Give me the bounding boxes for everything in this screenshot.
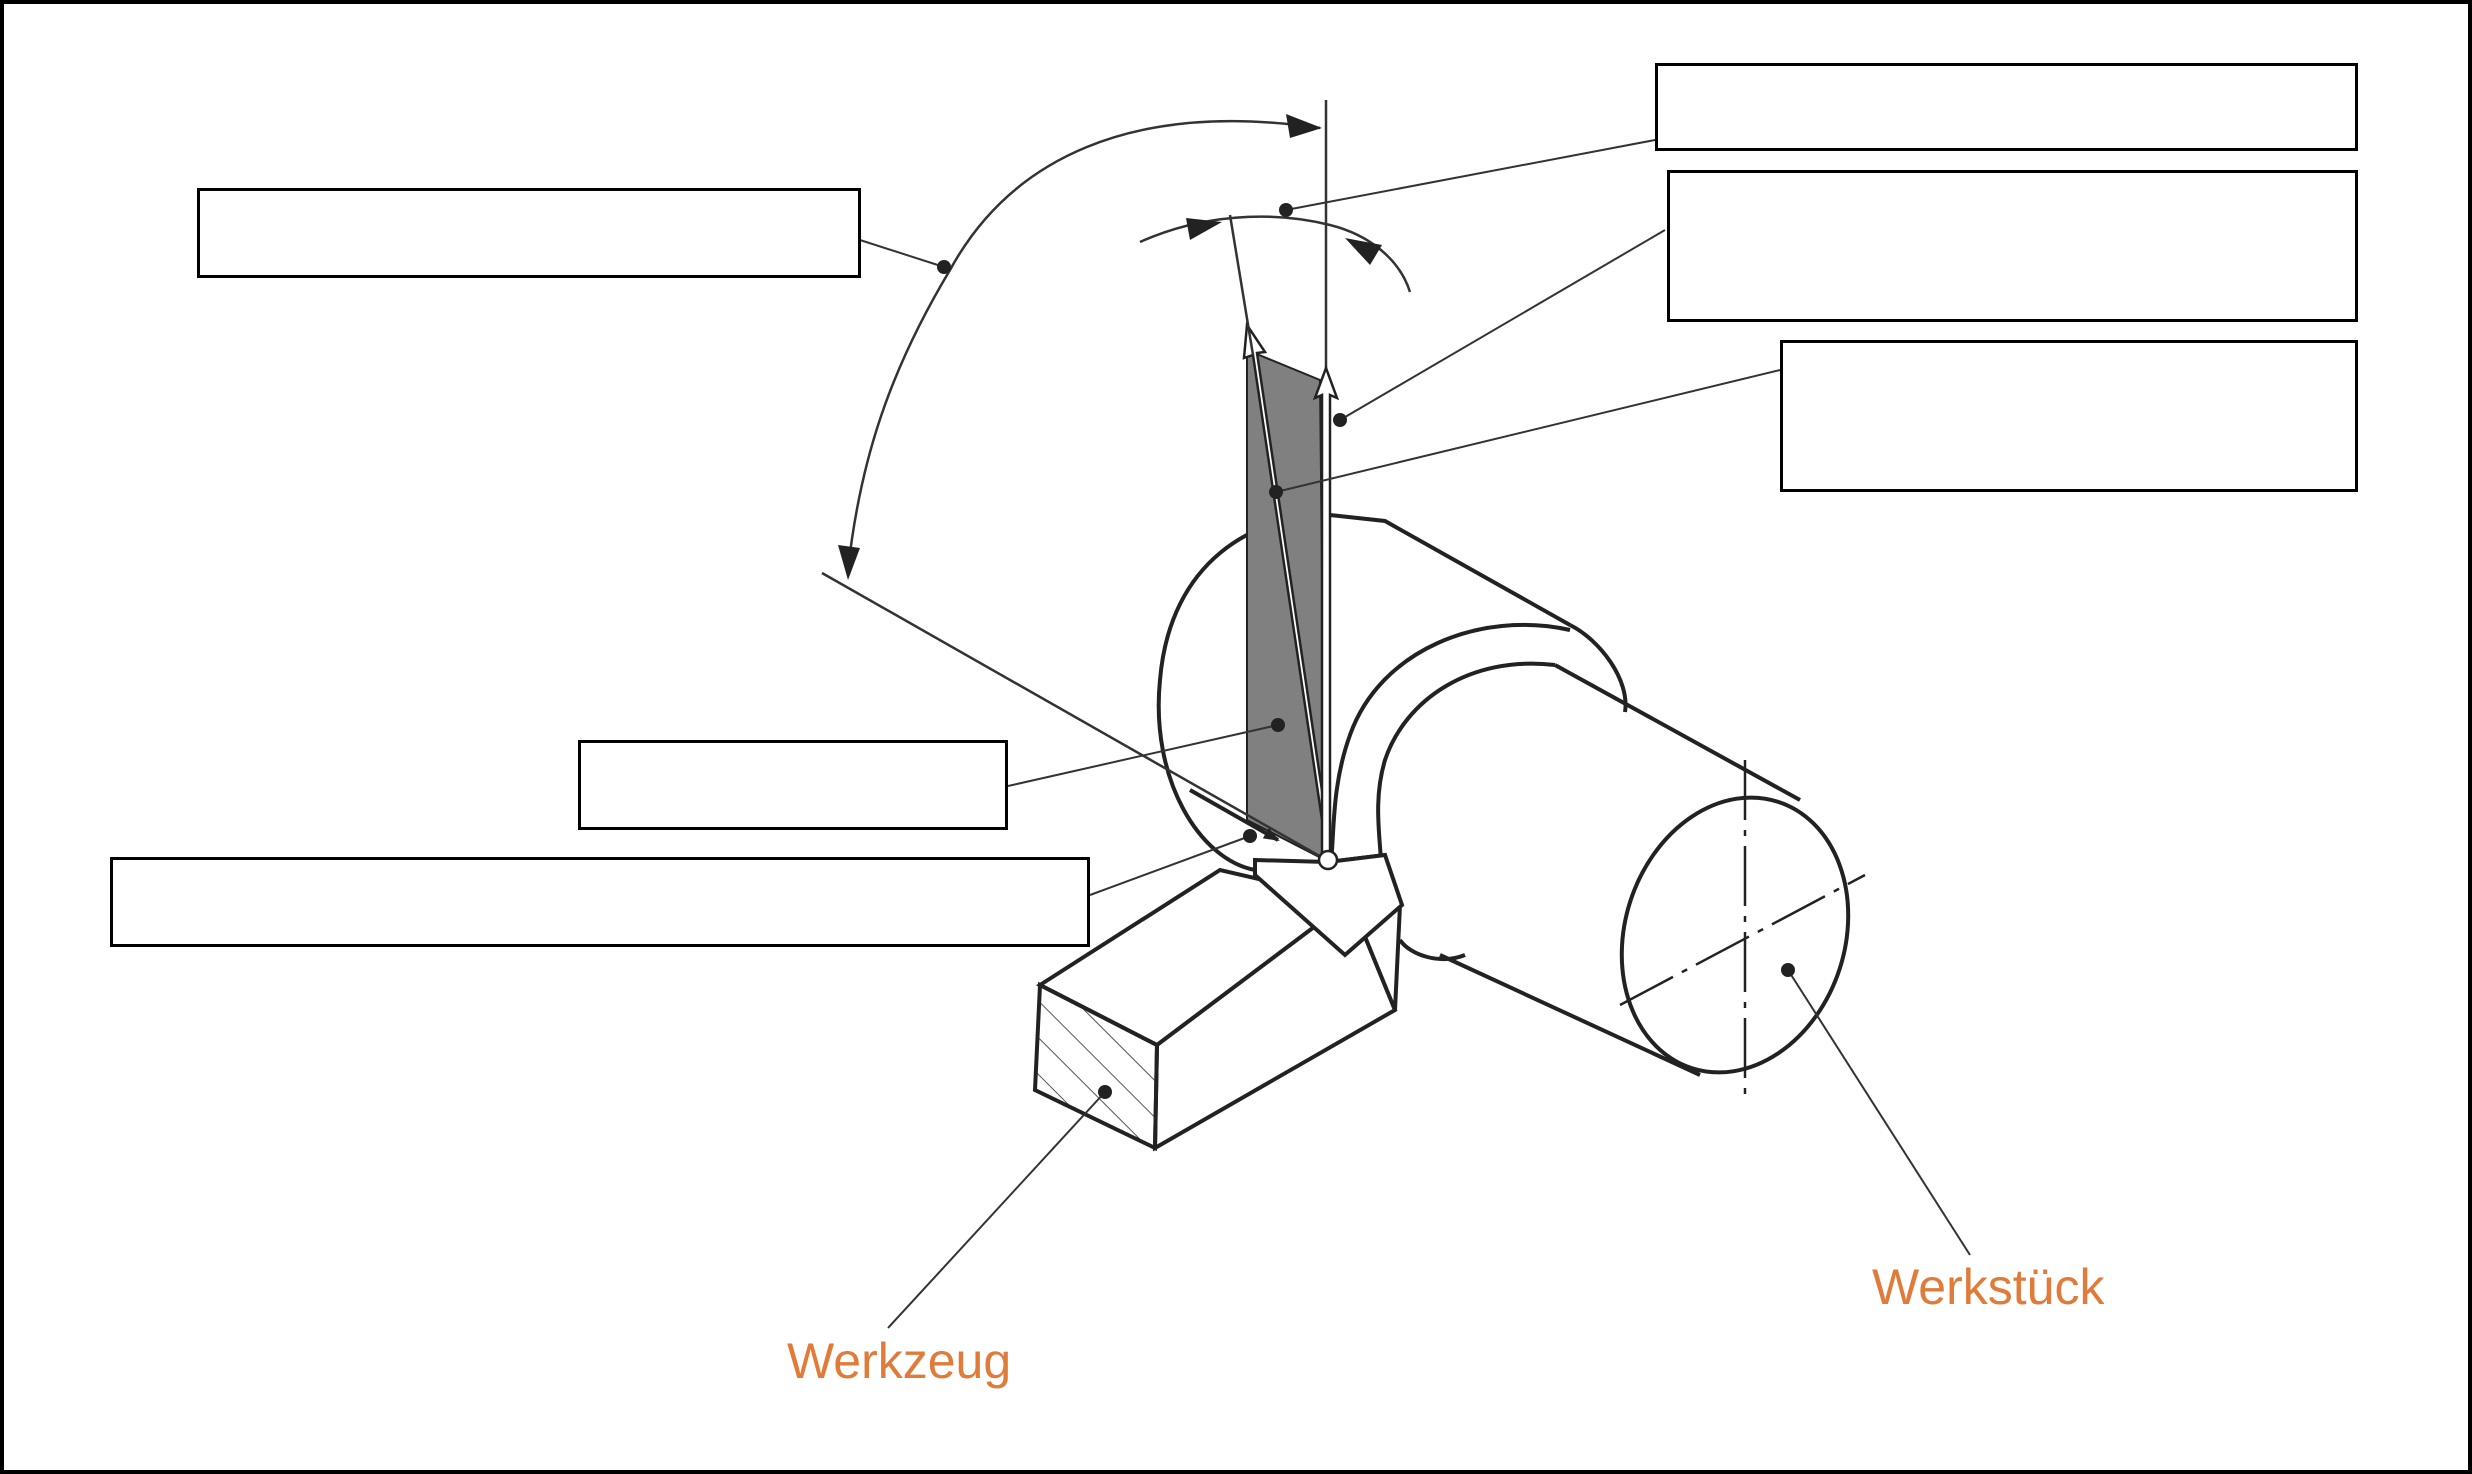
label-werkstueck: Werkstück	[1872, 1259, 2105, 1315]
turned-cylinder-left	[1376, 661, 1556, 881]
answer-box-bottom-left[interactable]	[110, 857, 1090, 947]
leader-top-right-2	[1339, 229, 1666, 421]
large-arc-arrow-bottom	[838, 545, 860, 580]
leader-dot-werkzeug	[1098, 1085, 1112, 1099]
workpiece-end-face	[1619, 795, 1851, 1075]
small-arc-arrow-right	[1345, 238, 1382, 265]
working-plane	[1246, 348, 1327, 862]
answer-box-middle-left[interactable]	[578, 740, 1008, 830]
leader-top-right-1	[1285, 139, 1656, 211]
leader-middle-left	[1007, 724, 1279, 787]
leader-top-right-3	[1275, 369, 1781, 493]
small-arc-arrow-left	[1186, 218, 1222, 240]
shoulder-top-edge	[1329, 513, 1571, 627]
workpiece-shoulder-outline	[1040, 497, 1235, 574]
leader-dot-werkstueck	[1781, 963, 1795, 977]
answer-box-top-right-1[interactable]	[1655, 63, 2358, 151]
leader-dot-4	[937, 260, 951, 274]
large-arc-arrow-top	[1286, 114, 1322, 138]
answer-box-top-right-2[interactable]	[1667, 170, 2358, 322]
leader-werkzeug	[887, 1091, 1106, 1329]
shoulder-inner-arc	[1328, 622, 1571, 871]
leader-dot-6	[1243, 829, 1257, 843]
leader-dot-1	[1279, 203, 1293, 217]
feed-direction-line	[821, 571, 1331, 864]
leader-werkstueck	[1787, 969, 1971, 1256]
leader-dot-2	[1333, 413, 1347, 427]
effective-direction-line	[1228, 214, 1255, 356]
leader-dot-3	[1269, 485, 1283, 499]
centre-line-horizontal	[1619, 873, 1866, 1007]
cutting-point	[1317, 849, 1339, 871]
answer-box-top-left[interactable]	[197, 188, 861, 278]
leader-bottom-left	[1089, 835, 1251, 896]
label-werkzeug: Werkzeug	[787, 1333, 1012, 1389]
shoulder-lip	[1398, 938, 1466, 961]
cutting-speed-arrow	[1312, 364, 1340, 862]
answer-box-top-right-3[interactable]	[1780, 340, 2358, 492]
leader-top-left	[859, 239, 945, 268]
feed-arrow	[1189, 788, 1280, 842]
effective-speed-arrow	[1242, 321, 1334, 862]
turned-cylinder-bottom	[1439, 953, 1701, 1077]
leader-dot-5	[1271, 718, 1285, 732]
turned-cylinder-top	[1554, 663, 1801, 802]
tool-cross-section	[1032, 981, 1160, 1152]
large-angle-arc	[846, 119, 1321, 571]
